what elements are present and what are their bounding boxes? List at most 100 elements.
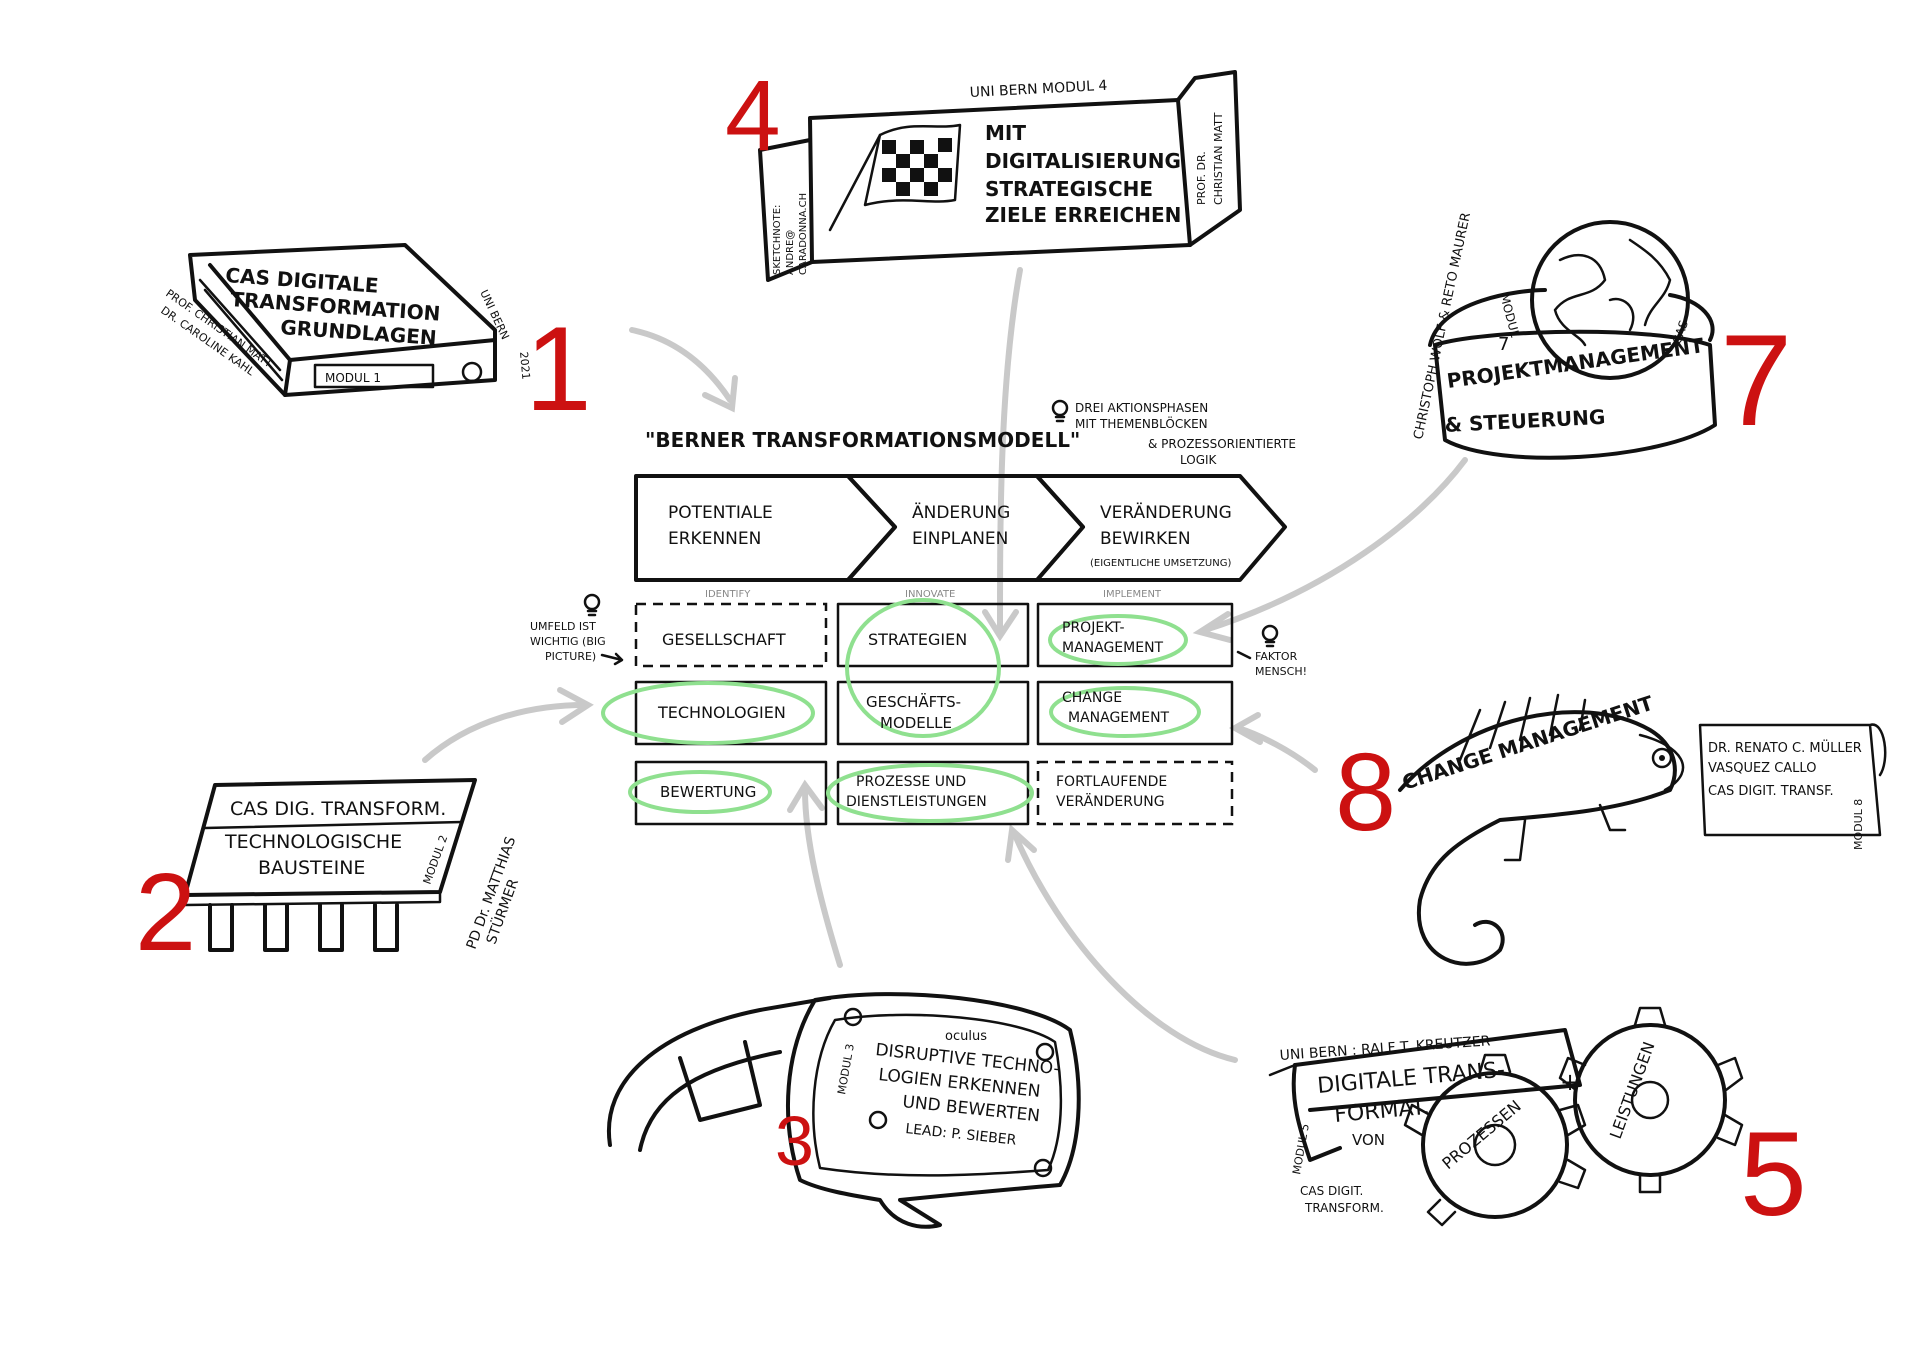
model-title: "BERNER TRANSFORMATIONSMODELL" (645, 428, 1080, 452)
cell-gesellschaft (634, 602, 828, 668)
bowl (1433, 329, 1717, 460)
module-4-line-4: ZIELE ERREICHEN (985, 203, 1181, 227)
module-1-book: CAS DIGITALE TRANSFORMATION GRUNDLAGEN M… (158, 243, 592, 436)
module-2-number: 2 (135, 851, 196, 974)
module-1-button-circle (461, 361, 483, 383)
cell-strategien (836, 602, 1030, 668)
module-1-label: MODUL 1 (325, 371, 381, 385)
phase-tag-innovate: INNOVATE (905, 589, 955, 600)
cell-text-projekt: PROJEKT- (1062, 620, 1125, 636)
cell-text-change: CHANGE (1062, 690, 1122, 706)
phase-1-line-1: POTENTIALE (668, 503, 773, 523)
module-5-number: 5 (1740, 1107, 1807, 1241)
module-3-vr-headset: oculus DISRUPTIVE TECHNO- LOGIEN ERKENNE… (606, 992, 1081, 1229)
cell-text-technologien: TECHNOLOGIEN (657, 703, 786, 722)
module-8-label: MODUL 8 (1852, 799, 1865, 850)
cell-text-veraenderung: VERÄNDERUNG (1056, 792, 1165, 810)
arrow-module-4 (997, 267, 1023, 633)
module-3-brand: oculus (945, 1029, 987, 1044)
note-phases: DREI AKTIONSPHASEN (1075, 401, 1208, 415)
note-logic-2: LOGIK (1180, 453, 1218, 467)
module-8-cas: CAS DIGIT. TRANSF. (1708, 784, 1834, 799)
note-left-arrow (600, 652, 624, 666)
arrow-module-1-head (702, 375, 738, 413)
phase-1-line-2: ERKENNEN (668, 529, 761, 549)
cell-text-gesellschaft: GESELLSCHAFT (662, 630, 786, 649)
module-7-number: 7 (1720, 307, 1792, 453)
note-left-2: WICHTIG (BIG (530, 635, 606, 648)
module-7-label: MODUL (1497, 292, 1522, 339)
module-5-header: UNI BERN : RALF T. KREUTZER (1279, 1033, 1491, 1064)
cell-text-fortlaufende: FORTLAUFENDE (1056, 774, 1167, 790)
module-4-author-2: CHRISTIAN MATT (1212, 112, 1225, 205)
module-5-cas-2: TRANSFORM. (1304, 1201, 1384, 1215)
phase-3-line-3: (EIGENTLICHE UMSETZUNG) (1090, 558, 1231, 569)
cell-text-change-management: MANAGEMENT (1068, 710, 1170, 726)
module-7-globe: PROJEKTMANAGEMENT & STEUERUNG MODUL 7 CA… (1411, 211, 1792, 460)
module-4-line-2: DIGITALISIERUNG (985, 149, 1181, 173)
module-1-label-box (313, 363, 435, 389)
module-2-line-2: TECHNOLOGISCHE (224, 831, 402, 853)
phase-2-line-2: EINPLANEN (912, 529, 1008, 549)
arrow-module-7 (1202, 457, 1468, 633)
cell-text-geschaefts: GESCHÄFTS- (866, 692, 961, 711)
cell-prozesse (836, 760, 1030, 826)
arrow-module-2 (422, 702, 588, 763)
cell-text-management: MANAGEMENT (1062, 640, 1164, 656)
gear-icon (1558, 1006, 1744, 1194)
module-8-author-1: DR. RENATO C. MÜLLER (1708, 739, 1862, 756)
arrow-module-1 (629, 327, 733, 403)
arrow-module-3-head (787, 779, 825, 813)
module-2-line-3: BAUSTEINE (258, 857, 365, 879)
module-4-banner: UNI BERN MODUL 4 MIT DIGITALISIERUNG STR… (725, 60, 1242, 282)
phase-tag-implement: IMPLEMENT (1103, 589, 1162, 600)
module-1-year: 2021 (517, 351, 532, 380)
module-3-lead: LEAD: P. SIEBER (905, 1121, 1018, 1149)
cell-projektmanagement (1036, 602, 1234, 668)
note-logic: & PROZESSORIENTIERTE (1148, 437, 1296, 451)
arrow-module-5 (1012, 832, 1238, 1063)
note-right-1: FAKTOR (1255, 650, 1298, 663)
module-8-scroll (1698, 723, 1887, 837)
cell-change-management (1036, 680, 1234, 746)
note-left-1: UMFELD IST (530, 620, 596, 633)
module-5-label: MODUL 5 (1290, 1123, 1312, 1176)
module-8-number: 8 (1335, 731, 1396, 854)
note-right-arrow (1236, 650, 1252, 660)
module-5-gear-2: LEISTUNGEN (1606, 1039, 1659, 1141)
cell-text-bewertung: BEWERTUNG (660, 783, 756, 801)
module-4-header: UNI BERN MODUL 4 (969, 78, 1107, 101)
phase-3-line-2: BEWIRKEN (1100, 529, 1191, 549)
chip-pins (208, 903, 399, 952)
note-right-2: MENSCH! (1255, 665, 1307, 678)
module-4-line-1: MIT (985, 121, 1026, 145)
arrow-module-2-head (557, 687, 594, 725)
module-7-line-1: PROJEKTMANAGEMENT (1445, 333, 1705, 393)
highlight-change-management (1049, 686, 1201, 738)
phase-arrow-implement (1035, 474, 1287, 582)
cell-text-dienstleistungen: DIENSTLEISTUNGEN (846, 794, 987, 810)
module-4-line-3: STRATEGISCHE (985, 177, 1153, 201)
phase-3-line-1: VERÄNDERUNG (1100, 502, 1232, 523)
module-8-chameleon: CHANGE MANAGEMENT DR. RENATO C. MÜLLER V… (1335, 691, 1887, 966)
arrow-module-4-head (982, 609, 1019, 642)
module-5-line-3: VON (1352, 1131, 1385, 1149)
module-4-credit-3: CARADONNA.CH (798, 193, 809, 275)
gear-icon (1403, 1053, 1587, 1227)
module-3-number: 3 (775, 1102, 814, 1180)
arrow-module-3 (802, 787, 843, 968)
cell-text-prozesse: PROZESSE UND (856, 774, 966, 790)
module-3-label: MODUL 3 (835, 1043, 857, 1096)
arrow-module-7-head (1192, 611, 1233, 643)
arrow-module-8-head (1228, 712, 1263, 745)
cell-geschaeftsmodelle (836, 680, 1030, 746)
module-5-line-2: FORMAT. (1333, 1095, 1430, 1128)
module-8-author-2: VASQUEZ CALLO (1708, 761, 1816, 776)
module-5-gears: UNI BERN : RALF T. KREUTZER DIGITALE TRA… (1268, 1006, 1807, 1241)
module-5-cas-1: CAS DIGIT. (1300, 1184, 1363, 1198)
module-7-label-num: 7 (1498, 334, 1509, 355)
module-2-line-1: CAS DIG. TRANSFORM. (230, 798, 446, 820)
highlight-bewertung (628, 770, 772, 814)
